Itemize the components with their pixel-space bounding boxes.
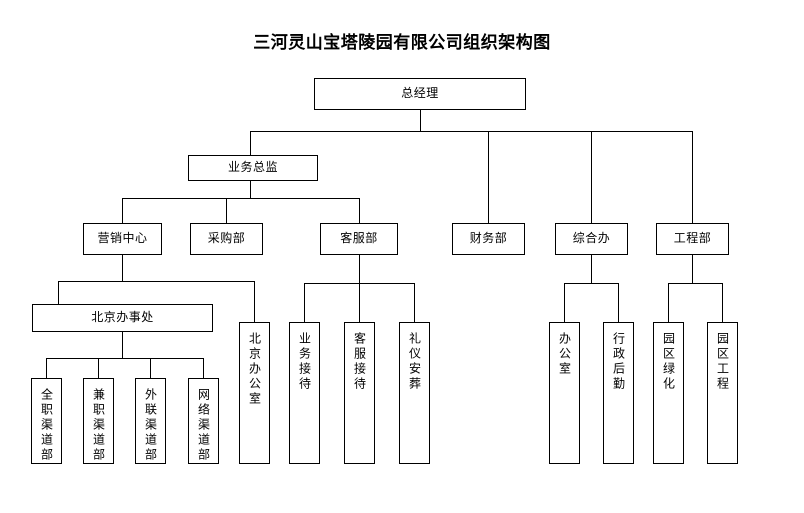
edge-drop-customer-service: [359, 198, 360, 223]
edge-engineering-stem: [692, 255, 693, 283]
node-park-engineering[interactable]: 园区工程: [707, 322, 738, 464]
node-service-reception[interactable]: 客服接待: [344, 322, 375, 464]
edge-general-office-stem: [591, 255, 592, 283]
edge-drop-engineering: [692, 131, 693, 223]
edge-drop-park-engineering: [722, 283, 723, 322]
edge-drop-beijing-office-room: [254, 281, 255, 322]
node-purchasing-dept[interactable]: 采购部: [190, 223, 263, 255]
edge-drop-office-room: [564, 283, 565, 322]
node-finance-dept[interactable]: 财务部: [452, 223, 525, 255]
node-general-office-label: 综合办: [572, 231, 611, 246]
node-fulltime-channel-dept[interactable]: 全职渠道部: [31, 378, 62, 464]
node-marketing-center-label: 营销中心: [97, 231, 148, 246]
edge-gm-stem: [420, 110, 421, 131]
node-service-reception-label: 客服接待: [352, 332, 367, 392]
node-general-manager[interactable]: 总经理: [314, 78, 526, 110]
edge-drop-network: [203, 358, 204, 378]
node-fulltime-channel-dept-label: 全职渠道部: [39, 388, 54, 463]
edge-drop-business-director: [250, 131, 251, 155]
edge-bd-bus: [122, 198, 360, 199]
node-liaison-channel-dept-label: 外联渠道部: [143, 388, 158, 463]
node-engineering-dept-label: 工程部: [673, 231, 712, 246]
node-park-landscaping[interactable]: 园区绿化: [653, 322, 684, 464]
node-finance-dept-label: 财务部: [469, 231, 508, 246]
edge-general-office-bus: [564, 283, 619, 284]
edge-customer-service-stem: [359, 255, 360, 283]
edge-drop-liaison: [150, 358, 151, 378]
node-liaison-channel-dept[interactable]: 外联渠道部: [135, 378, 166, 464]
node-business-director[interactable]: 业务总监: [188, 155, 318, 181]
node-beijing-office-room[interactable]: 北京办公室: [239, 322, 270, 464]
edge-drop-fulltime: [46, 358, 47, 378]
node-network-channel-dept[interactable]: 网络渠道部: [188, 378, 219, 464]
node-business-reception-label: 业务接待: [297, 332, 312, 392]
node-park-landscaping-label: 园区绿化: [661, 332, 676, 392]
node-parttime-channel-dept-label: 兼职渠道部: [91, 388, 106, 463]
edge-marketing-bus: [58, 281, 255, 282]
node-parttime-channel-dept[interactable]: 兼职渠道部: [83, 378, 114, 464]
edge-main-bus: [250, 131, 692, 132]
node-network-channel-dept-label: 网络渠道部: [196, 388, 211, 463]
edge-drop-business-reception: [304, 283, 305, 322]
edge-beijing-branch-bus: [46, 358, 203, 359]
edge-drop-general-office: [591, 131, 592, 223]
node-marketing-center[interactable]: 营销中心: [83, 223, 162, 255]
node-business-director-label: 业务总监: [227, 160, 278, 175]
node-ceremony-burial-label: 礼仪安葬: [407, 332, 422, 392]
node-engineering-dept[interactable]: 工程部: [656, 223, 729, 255]
node-beijing-branch-label: 北京办事处: [91, 310, 154, 325]
node-purchasing-dept-label: 采购部: [207, 231, 246, 246]
node-beijing-office-room-label: 北京办公室: [247, 332, 262, 407]
node-park-engineering-label: 园区工程: [715, 332, 730, 392]
edge-drop-parttime: [98, 358, 99, 378]
edge-engineering-bus: [668, 283, 723, 284]
node-beijing-branch[interactable]: 北京办事处: [32, 304, 213, 332]
node-customer-service-dept-label: 客服部: [340, 231, 378, 246]
edge-drop-ceremony-burial: [414, 283, 415, 322]
node-admin-logistics-label: 行政后勤: [611, 332, 626, 392]
edge-drop-purchasing: [226, 198, 227, 223]
edge-drop-beijing-branch: [58, 281, 59, 304]
edge-marketing-stem: [122, 255, 123, 281]
node-business-reception[interactable]: 业务接待: [289, 322, 320, 464]
node-general-manager-label: 总经理: [401, 86, 439, 101]
node-general-office[interactable]: 综合办: [555, 223, 628, 255]
edge-drop-admin-logistics: [618, 283, 619, 322]
edge-bd-stem: [250, 181, 251, 198]
node-office-room[interactable]: 办公室: [549, 322, 580, 464]
edge-drop-park-landscaping: [668, 283, 669, 322]
node-ceremony-burial[interactable]: 礼仪安葬: [399, 322, 430, 464]
node-customer-service-dept[interactable]: 客服部: [320, 223, 398, 255]
node-office-room-label: 办公室: [557, 332, 572, 377]
edge-beijing-branch-stem: [122, 332, 123, 358]
edge-drop-service-reception: [359, 283, 360, 322]
node-admin-logistics[interactable]: 行政后勤: [603, 322, 634, 464]
edge-drop-finance: [488, 131, 489, 223]
page-title: 三河灵山宝塔陵园有限公司组织架构图: [253, 33, 551, 53]
edge-drop-marketing: [122, 198, 123, 223]
